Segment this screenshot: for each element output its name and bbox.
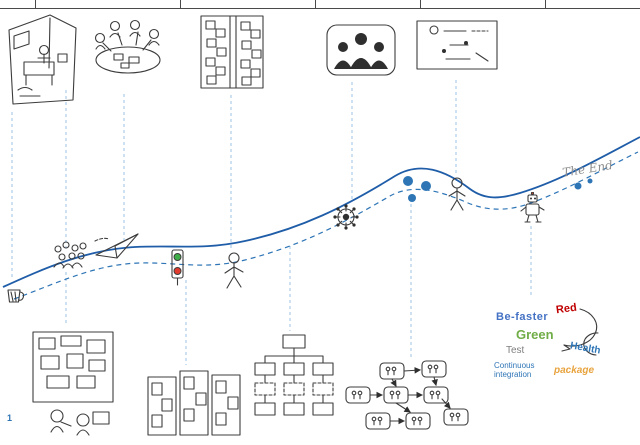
ship-wheel-icon: [333, 204, 359, 230]
sticky-note-boards-sketch: [147, 370, 241, 436]
traffic-light-icon: [171, 249, 184, 286]
column-divider: [420, 0, 421, 8]
page-number: 1: [7, 413, 13, 423]
org-chart-sketch: [254, 334, 334, 416]
workspace-scene-sketch: [8, 14, 77, 105]
word-cloud-term: Green: [516, 327, 554, 342]
word-cloud-term: Be-faster: [496, 311, 549, 323]
header-rule: [0, 8, 640, 9]
team-group-sketch: [326, 24, 396, 76]
robot-icon: [520, 192, 545, 223]
team-flowchart-sketch: [345, 360, 469, 430]
crowd-sketch: [53, 241, 87, 269]
column-divider: [35, 0, 36, 8]
paper-plane-icon: [94, 233, 139, 259]
connector-lines: [11, 80, 532, 365]
word-cloud-term: Test: [506, 345, 525, 356]
whiteboard-presentation-sketch: [416, 20, 498, 70]
kanban-board-sketch: [200, 15, 264, 89]
the-end-note: The End: [561, 157, 614, 180]
milestone-dots-icon: [403, 176, 431, 202]
word-cloud: Be-faster Red Green Test Health Continuo…: [492, 299, 614, 389]
coffee-mug-icon: [7, 289, 25, 303]
circular-arrows-icon: [561, 308, 599, 356]
column-divider: [315, 0, 316, 8]
room-floor-plan-sketch: [32, 331, 114, 436]
team-meeting-table-sketch: [94, 19, 161, 74]
word-cloud-term: package: [554, 365, 595, 376]
column-divider: [180, 0, 181, 8]
end-dots-icon: [574, 178, 593, 190]
column-divider: [545, 0, 546, 8]
word-cloud-term: Continuous integration: [494, 361, 535, 380]
walking-person-sketch: [224, 252, 244, 289]
faint-figure-sketch: [448, 177, 466, 211]
